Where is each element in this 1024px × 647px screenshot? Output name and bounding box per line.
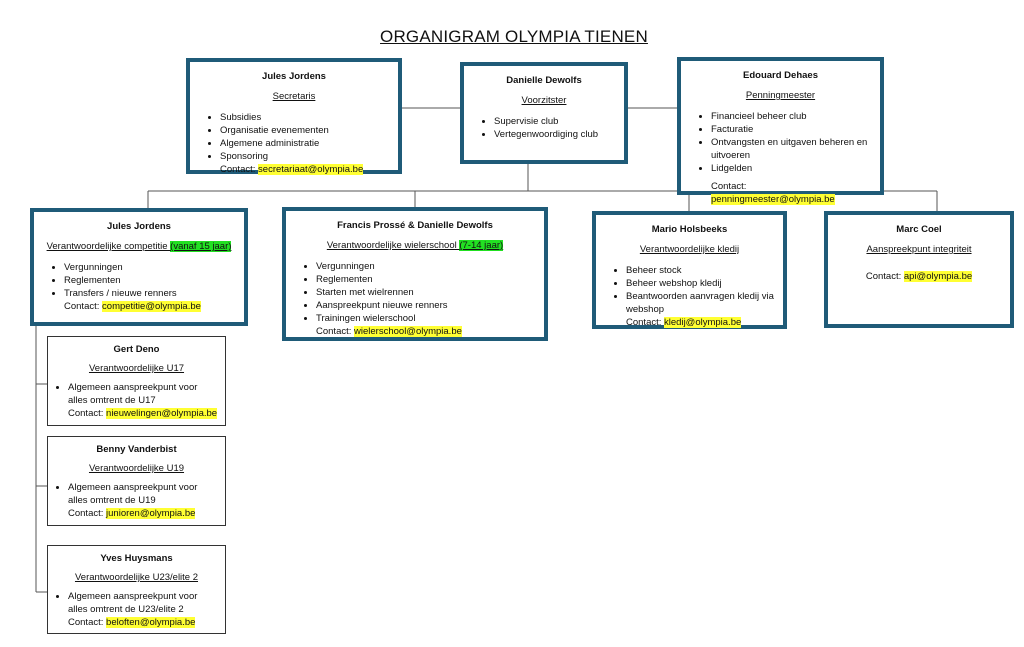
age-badge: (vanaf 15 jaar) bbox=[170, 241, 232, 252]
list-item: Sponsoring bbox=[220, 150, 390, 163]
list-item: Aanspreekpunt nieuwe renners bbox=[316, 299, 536, 312]
email-link[interactable]: beloften@olympia.be bbox=[106, 617, 196, 628]
card-integriteit: Marc Coel Aanspreekpunt integriteit Cont… bbox=[824, 211, 1014, 328]
list-item: Financieel beheer club bbox=[711, 110, 872, 123]
role-title: Verantwoordelijke kledij bbox=[639, 244, 740, 255]
email-link[interactable]: api@olympia.be bbox=[903, 271, 973, 282]
list-item: Facturatie bbox=[711, 123, 872, 136]
contact-line: Contact: wielerschool@olympia.be bbox=[316, 326, 462, 337]
role-title: Voorzitster bbox=[521, 95, 567, 106]
role-title: Verantwoordelijke wielerschool (7-14 jaa… bbox=[326, 240, 504, 251]
card-secretaris: Jules Jordens Secretaris Subsidies Organ… bbox=[186, 58, 402, 175]
task-list: Subsidies Organisatie evenementen Algeme… bbox=[198, 111, 390, 163]
person-name: Marc Coel bbox=[896, 224, 942, 235]
list-item: Algemene administratie bbox=[220, 137, 390, 150]
contact-line: Contact: junioren@olympia.be bbox=[68, 508, 196, 519]
person-name: Francis Prossé & Danielle Dewolfs bbox=[337, 220, 493, 231]
role-title: Verantwoordelijke competitie (vanaf 15 j… bbox=[46, 241, 232, 252]
list-item: Reglementen bbox=[64, 274, 236, 287]
person-name: Danielle Dewolfs bbox=[506, 75, 582, 86]
person-name: Edouard Dehaes bbox=[743, 70, 818, 81]
person-name: Gert Deno bbox=[113, 344, 160, 355]
role-title: Verantwoordelijke U19 bbox=[88, 463, 185, 474]
task-list: Supervisie club Vertegenwoordiging club bbox=[472, 115, 616, 141]
role-title: Penningmeester bbox=[745, 90, 816, 101]
task-list: Algemeen aanspreekpunt voor alles omtren… bbox=[54, 590, 219, 616]
contact-line: Contact: competitie@olympia.be bbox=[64, 301, 201, 312]
card-u17: Gert Deno Verantwoordelijke U17 Algemeen… bbox=[47, 336, 226, 426]
email-link[interactable]: junioren@olympia.be bbox=[106, 508, 196, 519]
email-link[interactable]: penningmeester@olympia.be bbox=[711, 194, 835, 205]
task-list: Algemeen aanspreekpunt voor alles omtren… bbox=[54, 381, 219, 407]
list-item: Algemeen aanspreekpunt voor alles omtren… bbox=[68, 381, 219, 407]
list-item: Beheer stock bbox=[626, 264, 775, 277]
person-name: Benny Vanderbist bbox=[96, 444, 177, 455]
list-item: Vergunningen bbox=[316, 260, 536, 273]
person-name: Yves Huysmans bbox=[100, 553, 173, 564]
card-u19: Benny Vanderbist Verantwoordelijke U19 A… bbox=[47, 436, 226, 526]
role-title: Verantwoordelijke U17 bbox=[88, 363, 185, 374]
contact-line: Contact: nieuwelingen@olympia.be bbox=[68, 408, 218, 419]
contact-line: Contact: beloften@olympia.be bbox=[68, 617, 196, 628]
email-link[interactable]: kledij@olympia.be bbox=[664, 317, 742, 328]
list-item: Reglementen bbox=[316, 273, 536, 286]
list-item: Transfers / nieuwe renners bbox=[64, 287, 236, 300]
contact-line: Contact: kledij@olympia.be bbox=[626, 317, 742, 328]
list-item: Trainingen wielerschool bbox=[316, 312, 536, 325]
age-badge: (7-14 jaar) bbox=[459, 240, 504, 251]
list-item: Lidgelden bbox=[711, 162, 872, 175]
person-name: Mario Holsbeeks bbox=[651, 224, 728, 235]
list-item: Beheer webshop kledij bbox=[626, 277, 775, 290]
card-kledij: Mario Holsbeeks Verantwoordelijke kledij… bbox=[592, 211, 787, 329]
email-link[interactable]: secretariaat@olympia.be bbox=[258, 164, 364, 175]
list-item: Algemeen aanspreekpunt voor alles omtren… bbox=[68, 481, 219, 507]
list-item: Starten met wielrennen bbox=[316, 286, 536, 299]
role-title: Secretaris bbox=[272, 91, 316, 102]
card-voorzitster: Danielle Dewolfs Voorzitster Supervisie … bbox=[460, 62, 628, 164]
task-list: Beheer stock Beheer webshop kledij Beant… bbox=[604, 264, 775, 316]
card-wielerschool: Francis Prossé & Danielle Dewolfs Verant… bbox=[282, 207, 548, 341]
task-list: Algemeen aanspreekpunt voor alles omtren… bbox=[54, 481, 219, 507]
list-item: Subsidies bbox=[220, 111, 390, 124]
list-item: Organisatie evenementen bbox=[220, 124, 390, 137]
task-list: Financieel beheer club Facturatie Ontvan… bbox=[689, 110, 872, 175]
list-item: Vergunningen bbox=[64, 261, 236, 274]
contact-line: Contact: secretariaat@olympia.be bbox=[220, 164, 364, 175]
list-item: Supervisie club bbox=[494, 115, 616, 128]
task-list: Vergunningen Reglementen Starten met wie… bbox=[294, 260, 536, 325]
list-item: Vertegenwoordiging club bbox=[494, 128, 616, 141]
email-link[interactable]: nieuwelingen@olympia.be bbox=[106, 408, 218, 419]
page-title: ORGANIGRAM OLYMPIA TIENEN bbox=[380, 27, 648, 46]
role-title: Verantwoordelijke U23/elite 2 bbox=[74, 572, 199, 583]
email-link[interactable]: wielerschool@olympia.be bbox=[354, 326, 462, 337]
list-item: Algemeen aanspreekpunt voor alles omtren… bbox=[68, 590, 219, 616]
card-competitie: Jules Jordens Verantwoordelijke competit… bbox=[30, 208, 248, 326]
role-title: Aanspreekpunt integriteit bbox=[866, 244, 972, 255]
person-name: Jules Jordens bbox=[107, 221, 171, 232]
person-name: Jules Jordens bbox=[262, 71, 326, 82]
card-u23: Yves Huysmans Verantwoordelijke U23/elit… bbox=[47, 545, 226, 634]
task-list: Vergunningen Reglementen Transfers / nie… bbox=[42, 261, 236, 300]
contact-line: Contact: penningmeester@olympia.be bbox=[711, 181, 835, 205]
email-link[interactable]: competitie@olympia.be bbox=[102, 301, 201, 312]
contact-line: Contact: api@olympia.be bbox=[865, 271, 973, 282]
card-penningmeester: Edouard Dehaes Penningmeester Financieel… bbox=[677, 57, 884, 205]
list-item: Beantwoorden aanvragen kledij via websho… bbox=[626, 290, 775, 316]
list-item: Ontvangsten en uitgaven beheren en uitvo… bbox=[711, 136, 872, 162]
